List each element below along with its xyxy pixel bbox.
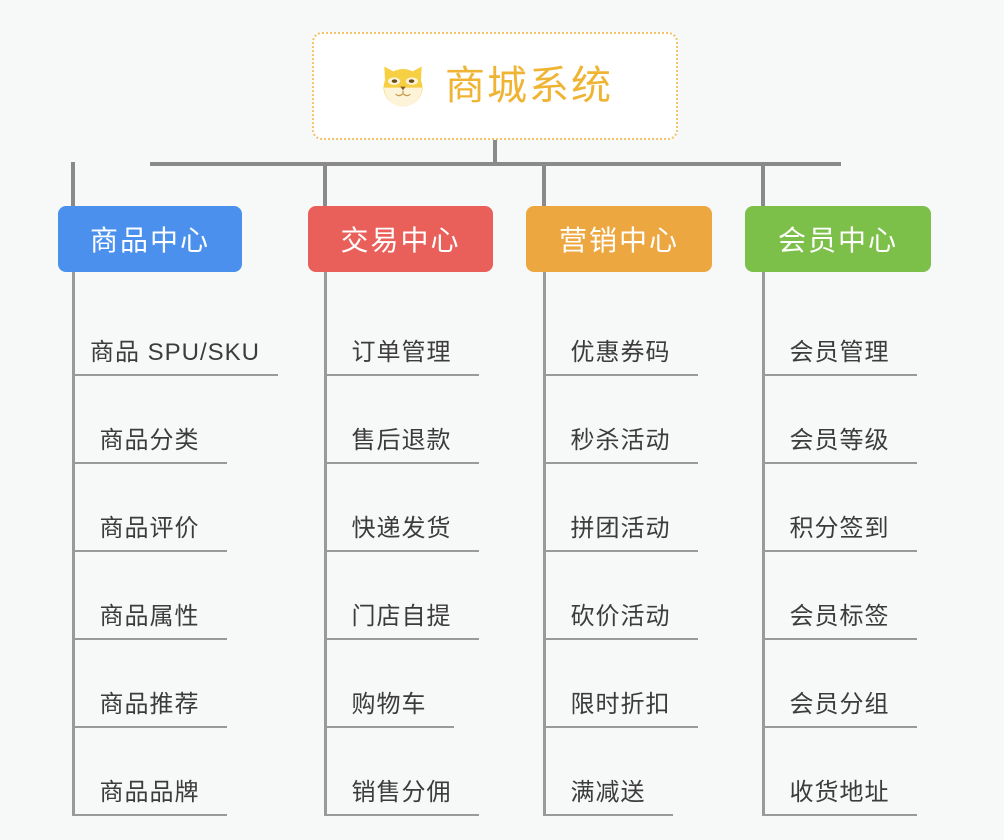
shiba-dog-face-icon [383, 66, 423, 107]
category-item-label: 订单管理 [351, 339, 452, 367]
category-item-label: 商品推荐 [99, 691, 200, 719]
category-item-label: 门店自提 [351, 603, 452, 631]
connector-drop-4 [761, 162, 765, 208]
category-header-1[interactable]: 商品中心 [58, 206, 242, 272]
column-spine-4 [762, 272, 765, 816]
category-item[interactable]: 售后退款 [324, 376, 479, 464]
category-header-3[interactable]: 营销中心 [526, 206, 712, 272]
category-item-label: 商品属性 [99, 603, 200, 631]
category-item-label: 快递发货 [351, 515, 452, 543]
category-item-label: 会员标签 [789, 603, 890, 631]
category-item-label: 限时折扣 [570, 691, 671, 719]
category-item[interactable]: 秒杀活动 [543, 376, 698, 464]
category-item[interactable]: 会员等级 [762, 376, 917, 464]
category-item-label: 收货地址 [789, 779, 890, 807]
root-title: 商城系统 [445, 64, 613, 108]
category-item[interactable]: 拼团活动 [543, 464, 698, 552]
category-header-label: 营销中心 [558, 225, 679, 256]
category-item[interactable]: 门店自提 [324, 552, 479, 640]
category-item-label: 优惠券码 [570, 339, 671, 367]
category-item-label: 购物车 [351, 691, 427, 719]
category-item-label: 砍价活动 [570, 603, 671, 631]
category-item-label: 秒杀活动 [570, 427, 671, 455]
column-spine-1 [72, 272, 75, 816]
category-item-label: 销售分佣 [351, 779, 452, 807]
root-node[interactable]: 商城系统 [312, 32, 678, 140]
category-item[interactable]: 快递发货 [324, 464, 479, 552]
category-item[interactable]: 砍价活动 [543, 552, 698, 640]
category-item[interactable]: 购物车 [324, 640, 454, 728]
category-item[interactable]: 商品品牌 [72, 728, 227, 816]
category-item-label: 会员等级 [789, 427, 890, 455]
category-item-label: 会员管理 [789, 339, 890, 367]
category-item-label: 会员分组 [789, 691, 890, 719]
category-item-label: 售后退款 [351, 427, 452, 455]
category-item-label: 商品 SPU/SKU [89, 339, 261, 367]
category-item[interactable]: 会员标签 [762, 552, 917, 640]
category-header-label: 会员中心 [777, 225, 898, 256]
category-header-label: 交易中心 [340, 225, 461, 256]
connector-drop-3 [542, 162, 546, 208]
category-item-label: 满减送 [570, 779, 646, 807]
category-item[interactable]: 商品推荐 [72, 640, 227, 728]
column-spine-2 [324, 272, 327, 816]
category-item[interactable]: 收货地址 [762, 728, 917, 816]
category-item[interactable]: 订单管理 [324, 288, 479, 376]
connector-horizontal-bus [150, 162, 841, 166]
category-item[interactable]: 商品 SPU/SKU [72, 288, 278, 376]
category-item[interactable]: 商品分类 [72, 376, 227, 464]
category-header-4[interactable]: 会员中心 [745, 206, 931, 272]
column-spine-3 [543, 272, 546, 816]
category-item[interactable]: 商品属性 [72, 552, 227, 640]
connector-root-stem [493, 140, 497, 166]
category-item[interactable]: 商品评价 [72, 464, 227, 552]
category-item[interactable]: 满减送 [543, 728, 673, 816]
category-item[interactable]: 优惠券码 [543, 288, 698, 376]
category-item-label: 积分签到 [789, 515, 890, 543]
category-header-2[interactable]: 交易中心 [308, 206, 493, 272]
category-item-label: 商品分类 [99, 427, 200, 455]
category-item-label: 商品品牌 [99, 779, 200, 807]
category-item[interactable]: 限时折扣 [543, 640, 698, 728]
category-item-label: 拼团活动 [570, 515, 671, 543]
category-header-label: 商品中心 [89, 225, 210, 256]
category-item[interactable]: 积分签到 [762, 464, 917, 552]
category-item[interactable]: 销售分佣 [324, 728, 479, 816]
connector-drop-2 [323, 162, 327, 208]
connector-drop-1 [71, 162, 75, 208]
category-item-label: 商品评价 [99, 515, 200, 543]
category-item[interactable]: 会员分组 [762, 640, 917, 728]
category-item[interactable]: 会员管理 [762, 288, 917, 376]
